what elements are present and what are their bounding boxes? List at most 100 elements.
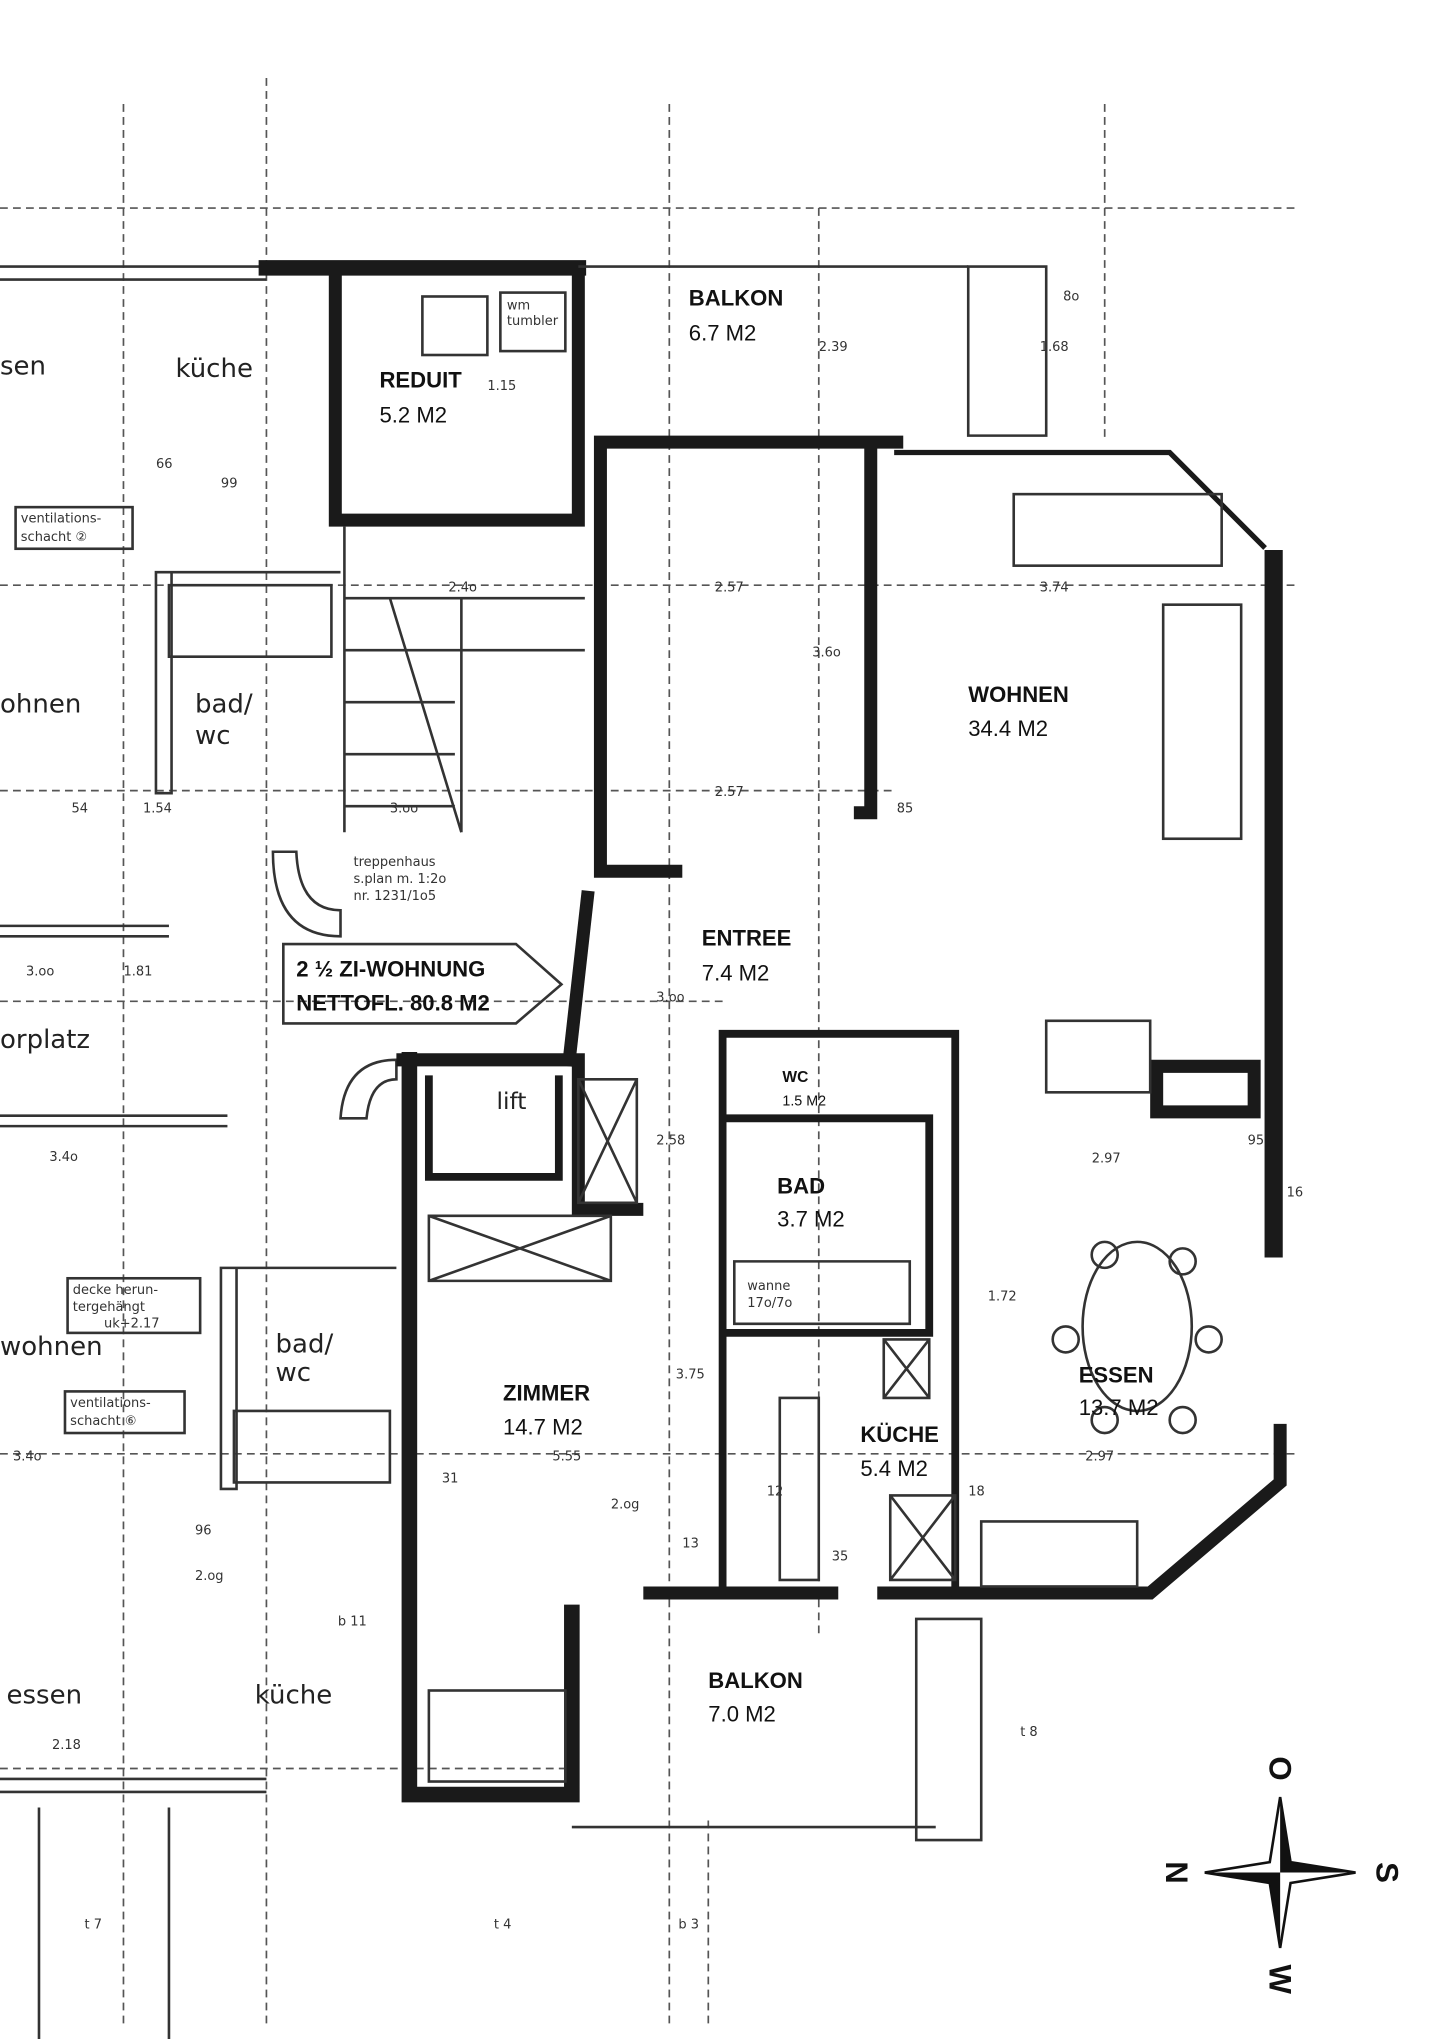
room-area-essen: 13.7 M2 <box>1079 1395 1159 1420</box>
neighbour-label: sen <box>0 352 46 382</box>
neighbour-label: bad/ <box>195 690 253 720</box>
dimension: 1.54 <box>143 802 172 817</box>
room-name-wohnen: WOHNEN <box>968 682 1069 707</box>
dimension: 3.75 <box>676 1367 705 1382</box>
dimension: 1.72 <box>988 1289 1017 1304</box>
dimension: t 4 <box>494 1917 512 1932</box>
vent-note: schacht ⑥ <box>70 1414 136 1429</box>
room-area-reduit: 5.2 M2 <box>379 403 447 428</box>
neighbour-label: wohnen <box>0 1332 103 1362</box>
dimension: 1.15 <box>487 379 516 394</box>
unit-net-area: NETTOFL. 80.8 M2 <box>296 990 490 1015</box>
dimension: 3.4o <box>13 1449 42 1464</box>
dimension: 12 <box>767 1484 784 1499</box>
room-area-balkon-top: 6.7 M2 <box>689 321 757 346</box>
dimension: 2.39 <box>819 340 848 355</box>
dimension: 16 <box>1287 1185 1304 1200</box>
compass-north: N <box>1159 1861 1194 1884</box>
compass-star-fill <box>1204 1797 1356 1948</box>
dimension: 8o <box>1063 289 1079 304</box>
stair-note: treppenhaus <box>354 855 436 870</box>
lift-label: lift <box>496 1087 526 1115</box>
compass-south: S <box>1369 1862 1404 1883</box>
dimension: 2.og <box>611 1497 640 1512</box>
dimension: 2.og <box>195 1569 224 1584</box>
tub-note: 17o/7o <box>747 1296 792 1311</box>
room-name-bad: BAD <box>777 1174 825 1199</box>
room-area-bad: 3.7 M2 <box>777 1206 845 1231</box>
dimension: 5.55 <box>552 1449 581 1464</box>
dimension: 99 <box>221 477 238 492</box>
vent-note: schacht ② <box>21 530 87 545</box>
compass-east: O <box>1263 1756 1298 1780</box>
dimension: t 8 <box>1020 1725 1038 1740</box>
room-area-entree: 7.4 M2 <box>702 960 770 985</box>
neighbour-label: wc <box>195 721 231 751</box>
stair-note: s.plan m. 1:2o <box>354 872 447 887</box>
dimension: 35 <box>832 1549 849 1564</box>
room-name-wc: WC <box>782 1069 808 1086</box>
dimension: 96 <box>195 1523 212 1538</box>
room-name-essen: ESSEN <box>1079 1362 1154 1387</box>
dimension: 3.oo <box>26 964 54 979</box>
furniture <box>421 291 1243 1783</box>
room-name-zimmer: ZIMMER <box>503 1381 590 1406</box>
room-labels: BALKON 6.7 M2 REDUIT 5.2 M2 WOHNEN 34.4 … <box>379 286 1158 1727</box>
neighbour-labels: sen küche ohnen bad/ wc orplatz wohnen b… <box>0 352 333 1711</box>
dimension: 2.4o <box>448 581 477 596</box>
dimension: b 11 <box>338 1614 367 1629</box>
dimension: 54 <box>71 802 88 817</box>
room-name-entree: ENTREE <box>702 925 792 950</box>
compass-west: W <box>1263 1964 1298 1994</box>
room-area-wc: 1.5 M2 <box>782 1093 826 1109</box>
ceiling-note: decke herun- <box>73 1283 159 1298</box>
room-name-balkon-bottom: BALKON <box>708 1668 802 1693</box>
compass-rose: N O S W <box>1159 1756 1405 1994</box>
dimension: 85 <box>897 802 914 817</box>
dimension: 95 <box>1248 1133 1265 1148</box>
dimension: 18 <box>968 1484 985 1499</box>
dimension: 13 <box>682 1536 699 1551</box>
room-name-kueche: KÜCHE <box>860 1422 939 1447</box>
dimension: 2.58 <box>656 1133 685 1148</box>
neighbour-label: küche <box>175 354 252 384</box>
room-area-kueche: 5.4 M2 <box>860 1456 928 1481</box>
room-area-balkon-bottom: 7.0 M2 <box>708 1702 776 1727</box>
dimension: 31 <box>442 1471 459 1486</box>
unit-title: 2 ½ ZI-WOHNUNG <box>296 957 485 982</box>
vent-note: ventilations- <box>21 512 102 527</box>
stair-note: nr. 1231/1o5 <box>354 889 437 904</box>
dimension: 2.97 <box>1092 1152 1121 1167</box>
neighbour-label: ohnen <box>0 690 81 720</box>
staircase <box>343 526 585 833</box>
neighbour-label: bad/ <box>276 1329 334 1359</box>
dimension: 3.oo <box>656 990 684 1005</box>
neighbour-label: orplatz <box>0 1025 90 1055</box>
dimension: 3.6o <box>812 646 841 661</box>
dimension: 1.81 <box>123 964 152 979</box>
wm-note: wm <box>507 298 530 313</box>
neighbour-label: küche <box>255 1680 332 1710</box>
dimension: 3.4o <box>49 1150 78 1165</box>
dimension: 66 <box>156 457 173 472</box>
dimension: 3.74 <box>1040 581 1069 596</box>
apartment-walls <box>258 260 1287 1842</box>
dimension: b 3 <box>678 1917 699 1932</box>
neighbour-label: essen <box>6 1680 82 1710</box>
dimension: 2.97 <box>1085 1449 1114 1464</box>
wm-note: tumbler <box>507 314 559 329</box>
tub-note: wanne <box>747 1279 790 1294</box>
room-name-balkon-top: BALKON <box>689 286 783 311</box>
ceiling-note: tergehängt <box>73 1300 145 1315</box>
dimension: 2.57 <box>715 785 744 800</box>
dimension: 2.18 <box>52 1738 81 1753</box>
neighbour-walls <box>0 265 398 2039</box>
dimension: 1.68 <box>1040 340 1069 355</box>
room-area-zimmer: 14.7 M2 <box>503 1414 583 1439</box>
annotations: treppenhaus s.plan m. 1:2o nr. 1231/1o5 … <box>14 298 792 1435</box>
vent-note: ventilations- <box>70 1396 151 1411</box>
dimension: 3.oo <box>390 802 418 817</box>
dimension-numbers: 2.57 3.74 2.57 3.6o 2.4o 2.97 2.97 3.oo … <box>13 289 1303 1932</box>
room-name-reduit: REDUIT <box>379 368 462 393</box>
